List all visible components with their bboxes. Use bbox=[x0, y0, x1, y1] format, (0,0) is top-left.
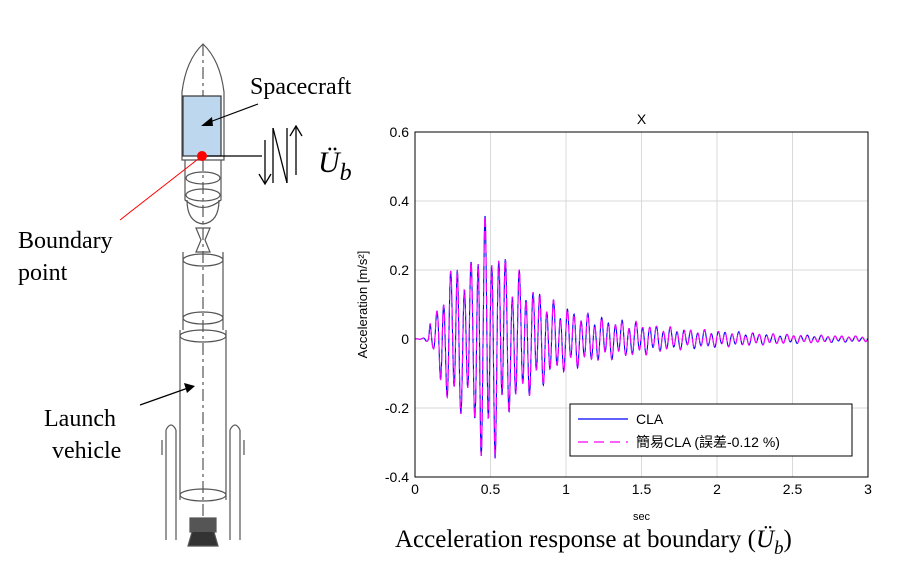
launch-vehicle-arrow bbox=[139, 387, 189, 406]
y-tick-label: 0.2 bbox=[390, 262, 410, 278]
y-tick-label: -0.4 bbox=[385, 469, 409, 485]
y-axis-label: Acceleration [m/s²] bbox=[355, 251, 370, 359]
legend-label-0: CLA bbox=[636, 411, 664, 427]
boundary-label-line1: Boundary bbox=[18, 228, 113, 254]
interstage bbox=[195, 227, 211, 253]
x-tick-label: 1.5 bbox=[632, 481, 652, 497]
tank-dome bbox=[179, 329, 227, 343]
boundary-pointer-line bbox=[119, 155, 203, 221]
engine-nozzle bbox=[187, 531, 219, 547]
chart-ticks: 0 0.5 1 1.5 2 2.5 3 -0.4 -0.2 0 0.2 0.4 0.6 bbox=[385, 124, 872, 497]
boundary-label-line2: point bbox=[18, 260, 68, 286]
x-tick-label: 2.5 bbox=[783, 481, 803, 497]
y-tick-label: -0.2 bbox=[385, 400, 409, 416]
plot-frame bbox=[414, 131, 869, 478]
booster-right bbox=[229, 424, 245, 540]
y-tick-label: 0.4 bbox=[390, 193, 410, 209]
x-tick-label: 2 bbox=[713, 481, 721, 497]
x-tick-label: 0.5 bbox=[481, 481, 501, 497]
x-tick-label: 1 bbox=[562, 481, 570, 497]
series-line-1 bbox=[415, 215, 869, 459]
launch-label-line2: vehicle bbox=[52, 438, 121, 464]
chart-caption: Acceleration response at boundary (Üb) bbox=[395, 525, 792, 559]
spacecraft-label: Spacecraft bbox=[250, 74, 352, 100]
legend-label-1: 簡易CLA (誤差-0.12 %) bbox=[636, 434, 780, 450]
spacecraft-arrowhead bbox=[201, 117, 213, 126]
chart-title: X bbox=[637, 111, 647, 127]
x-tick-label: 3 bbox=[864, 481, 872, 497]
chart-series-layer bbox=[415, 215, 869, 459]
y-tick-label: 0.6 bbox=[390, 124, 410, 140]
first-stage bbox=[179, 330, 227, 500]
tank-dome bbox=[182, 311, 224, 325]
engine bbox=[189, 517, 217, 533]
tank bbox=[186, 199, 220, 225]
x-axis-label: sec bbox=[633, 511, 651, 523]
chart-legend: CLA 簡易CLA (誤差-0.12 %) bbox=[569, 403, 853, 457]
upper-stage bbox=[184, 160, 222, 209]
tank-dome bbox=[179, 488, 227, 502]
ub-symbol: Üb bbox=[318, 146, 352, 186]
legend-box bbox=[569, 403, 853, 457]
vibration-arrow-icon bbox=[258, 124, 303, 186]
tank-dome bbox=[185, 188, 221, 202]
booster-left bbox=[161, 424, 177, 540]
tank-dome bbox=[182, 253, 224, 267]
spacecraft-arrow bbox=[206, 103, 259, 124]
x-tick-label: 0 bbox=[411, 481, 419, 497]
launch-label-line1: Launch bbox=[44, 406, 116, 432]
launch-vehicle-arrowhead bbox=[184, 383, 195, 393]
y-tick-label: 0 bbox=[401, 331, 409, 347]
acceleration-chart: 0 0.5 1 1.5 2 2.5 3 -0.4 -0.2 0 0.2 0.4 0.6 X sec Ac… bbox=[355, 111, 872, 523]
fairing-outline bbox=[181, 43, 225, 161]
tank-dome bbox=[185, 171, 221, 185]
